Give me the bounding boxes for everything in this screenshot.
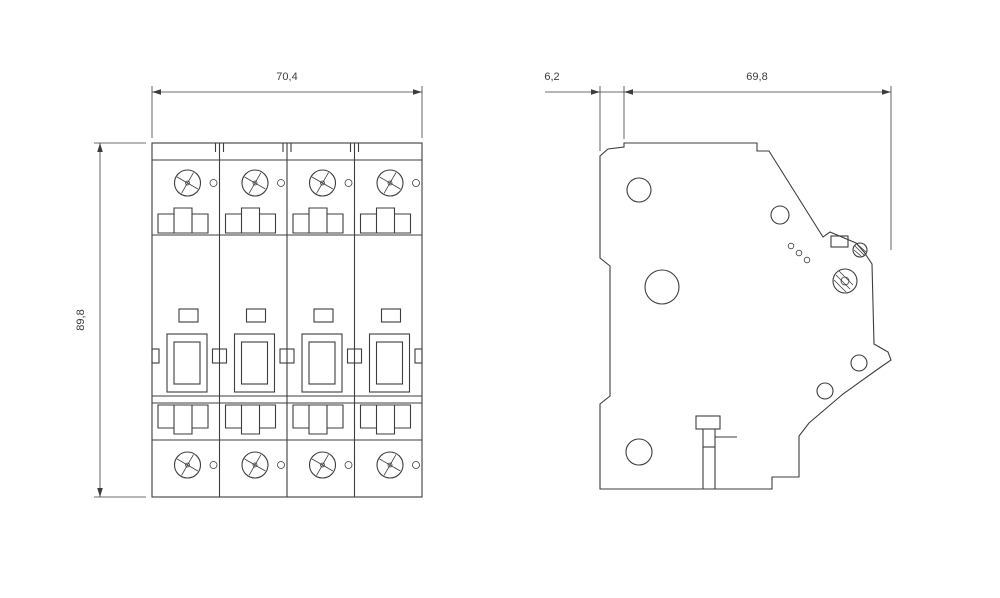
housing-hole [816,382,834,400]
dim-arrowhead [97,143,103,152]
pole-module-4 [359,169,421,479]
terminal-screw-section-small [852,242,868,258]
dim-arrowhead [882,89,891,95]
housing-hole [770,205,790,225]
dimension-side-depths: 6,2 69,8 [544,71,892,250]
side-view [599,142,892,490]
dim-arrowhead [413,89,422,95]
housing-hole [644,269,680,305]
front-width-dim-label: 70,4 [276,71,297,83]
pole-module-3 [292,169,353,479]
top-interlock-tabs [214,143,360,152]
front-view [151,142,423,498]
terminal-screw-section-large [832,268,858,294]
pole-module-2 [224,169,286,479]
housing-hole [625,438,653,466]
housing-hole [850,354,868,372]
din-rail-clip [695,415,737,489]
dimension-front-width: 70,4 [151,71,423,138]
dim-arrowhead [152,89,161,95]
toggle-tie-bars [151,348,423,364]
dimension-front-height: 89,8 [75,142,146,498]
front-height-dim-label: 89,8 [75,309,87,330]
dim-arrowhead [624,89,633,95]
side-profile-outline [599,142,892,490]
housing-hole [626,177,652,203]
dim-arrowhead [591,89,600,95]
dim-arrowhead [97,488,103,497]
side-body-depth-dim-label: 69,8 [746,71,767,83]
marking-window [830,235,849,248]
pole-module-1 [157,169,218,479]
side-front-depth-dim-label: 6,2 [544,71,559,83]
slope-rivets [787,242,811,264]
